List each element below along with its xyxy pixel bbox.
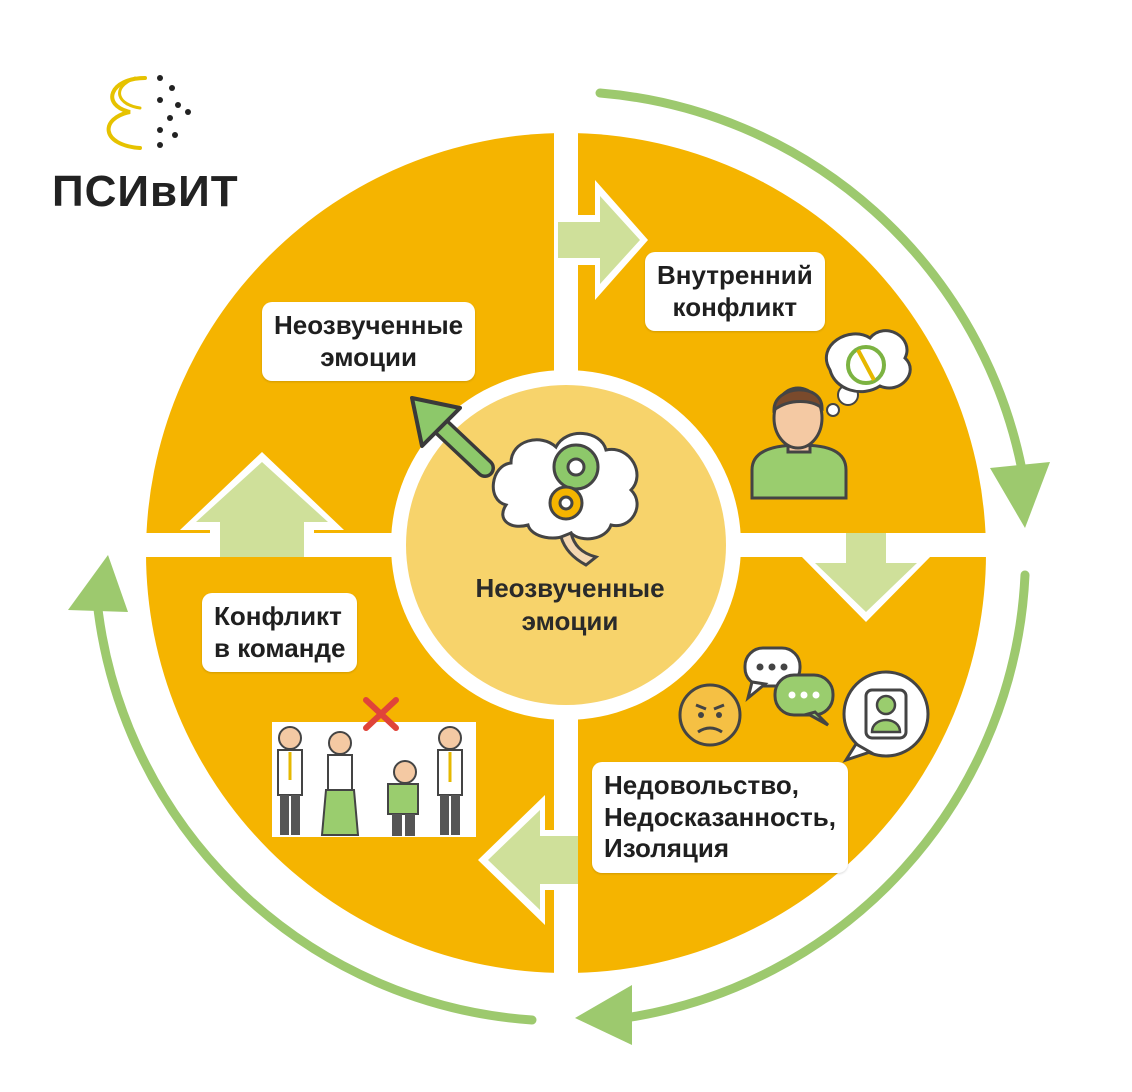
team-conflict-icon xyxy=(272,722,476,837)
label-bottom-left-line1: Конфликт xyxy=(214,601,342,631)
center-label-line1: Неозвученные xyxy=(475,573,665,603)
center-to-topleft-arrow xyxy=(410,396,495,478)
thinking-person-icon xyxy=(750,329,912,500)
arrowhead-left xyxy=(68,555,128,612)
chat-bubbles-icon xyxy=(743,646,835,727)
label-bottom-right-line1: Недовольство, xyxy=(604,770,799,800)
label-top-left-line2: эмоции xyxy=(320,341,417,372)
arrow-left-to-top-fill xyxy=(196,462,328,557)
inner-cycle-arrows xyxy=(180,180,932,925)
arrow-bottom-to-left-fill xyxy=(488,810,578,910)
label-bottom-right-line3: Изоляция xyxy=(604,833,730,864)
arrowhead-right xyxy=(990,462,1050,528)
outer-arc-left xyxy=(91,585,537,1025)
logo-text: ПСИвИТ xyxy=(52,167,239,216)
outer-arc-right xyxy=(595,88,1027,475)
label-bottom-right-line2: Недосказанность, xyxy=(604,801,836,832)
outer-arrow-heads xyxy=(68,462,1050,1045)
arrow-right-to-bottom-fill xyxy=(815,533,917,612)
label-top-left-line1: Неозвученные xyxy=(274,310,464,340)
outer-cycle-arrows xyxy=(91,88,1030,1025)
user-bubble-icon xyxy=(842,670,930,763)
label-top-left: Неозвученные эмоции xyxy=(262,302,476,382)
brain-gears-icon xyxy=(491,431,639,567)
label-top-right-line1: Внутренний xyxy=(657,260,813,290)
logo-mark-icon xyxy=(106,75,191,150)
angry-face-icon xyxy=(678,683,742,747)
center-label-line2: эмоции xyxy=(521,605,619,636)
label-bottom-left-line2: в команде xyxy=(214,632,346,663)
label-bottom-right: Недовольство, Недосказанность, Изоляция xyxy=(592,762,848,874)
label-bottom-left: Конфликт в команде xyxy=(202,593,358,673)
label-top-right-line2: конфликт xyxy=(672,291,798,322)
arrowhead-bottom xyxy=(575,985,632,1045)
red-x-icon xyxy=(363,697,399,731)
outer-arc-bottom-right xyxy=(620,570,1030,1023)
center-label: Неозвученные эмоции xyxy=(430,572,710,637)
label-top-right: Внутренний конфликт xyxy=(645,252,825,332)
arrow-top-to-right-fill xyxy=(558,196,640,284)
